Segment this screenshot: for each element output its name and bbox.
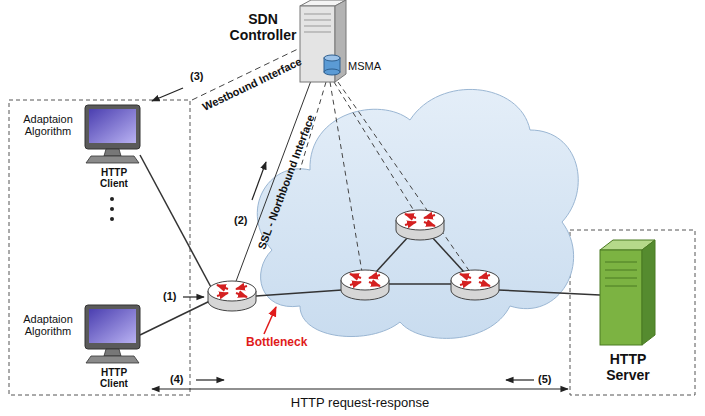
client-node: Adaptaion AlgorithmHTTP Client: [12, 105, 140, 193]
controller-server: [300, 0, 346, 82]
client-node: Adaptaion AlgorithmHTTP Client: [12, 305, 140, 393]
wires: [140, 155, 600, 335]
database-label: MSMA: [348, 60, 381, 72]
callout-number: (2): [234, 214, 247, 226]
controller-node: SDN ControllerMSMA: [225, 2, 383, 84]
callout-number: (1): [163, 290, 176, 302]
client-monitor: [85, 105, 140, 163]
client-label: HTTP Client: [92, 367, 136, 389]
server-label: HTTP Server: [597, 352, 659, 383]
callout-number: (4): [170, 373, 183, 385]
bottleneck-arrow: [264, 307, 276, 334]
client-group: [9, 100, 190, 395]
algorithm-label: Adaptaion Algorithm: [14, 113, 82, 138]
ellipsis-dots: [110, 197, 114, 221]
control-links: [300, 82, 470, 272]
interface-label: Westbound Interface: [200, 55, 303, 113]
router: [451, 270, 499, 300]
step-arrows: [152, 88, 568, 389]
caption-label: HTTP request-response: [291, 396, 430, 410]
http-server: [600, 240, 655, 345]
router: [396, 210, 444, 240]
server-group: [570, 230, 695, 395]
node-title: SDN Controller: [225, 12, 301, 43]
bottleneck-label: Bottleneck: [246, 336, 307, 349]
callout-number: (5): [538, 373, 551, 385]
client-monitor: [85, 305, 140, 363]
edge-router: [208, 281, 256, 311]
callout-number: (3): [190, 70, 203, 82]
client-label: HTTP Client: [92, 167, 136, 189]
router: [341, 270, 389, 300]
northbound-link: [235, 70, 315, 284]
algorithm-label: Adaptaion Algorithm: [14, 313, 82, 338]
server-node: HTTP Server: [580, 238, 690, 393]
